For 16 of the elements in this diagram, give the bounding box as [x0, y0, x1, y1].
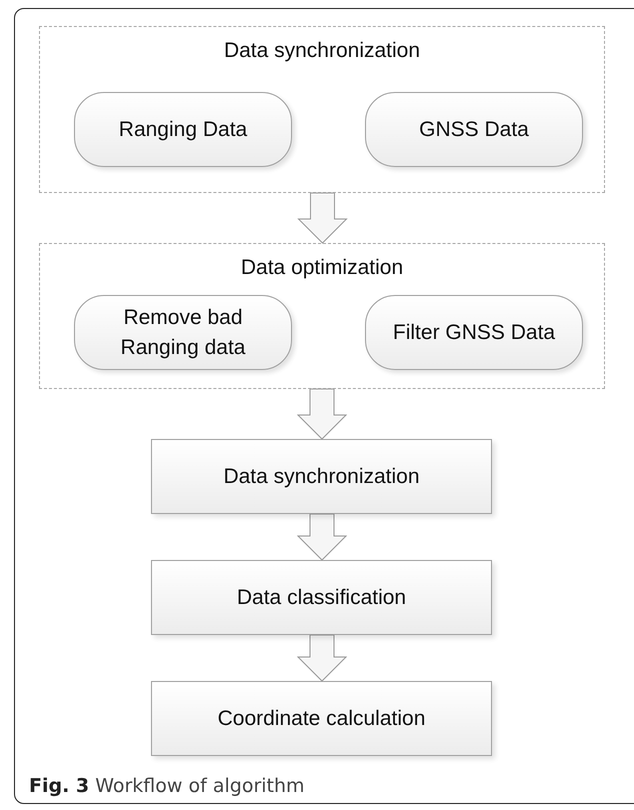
block-arrow — [297, 192, 348, 244]
figure-caption: Fig. 3 Workflow of algorithm — [29, 775, 305, 797]
block-arrow — [296, 634, 348, 682]
rounded-process-box: GNSS Data — [365, 92, 583, 167]
block-arrow — [296, 388, 348, 440]
dashed-group-frame — [39, 243, 605, 389]
block-arrow — [296, 514, 348, 561]
dashed-group-frame — [39, 26, 605, 193]
group-title: Data synchronization — [222, 39, 422, 63]
rounded-process-box: Filter GNSS Data — [365, 295, 583, 370]
rounded-process-box: Remove bad Ranging data — [74, 295, 292, 370]
rounded-process-box: Ranging Data — [74, 92, 292, 167]
process-box: Coordinate calculation — [151, 681, 492, 756]
group-title: Data optimization — [240, 256, 404, 280]
process-box: Data classification — [151, 560, 492, 635]
process-box: Data synchronization — [151, 439, 492, 514]
